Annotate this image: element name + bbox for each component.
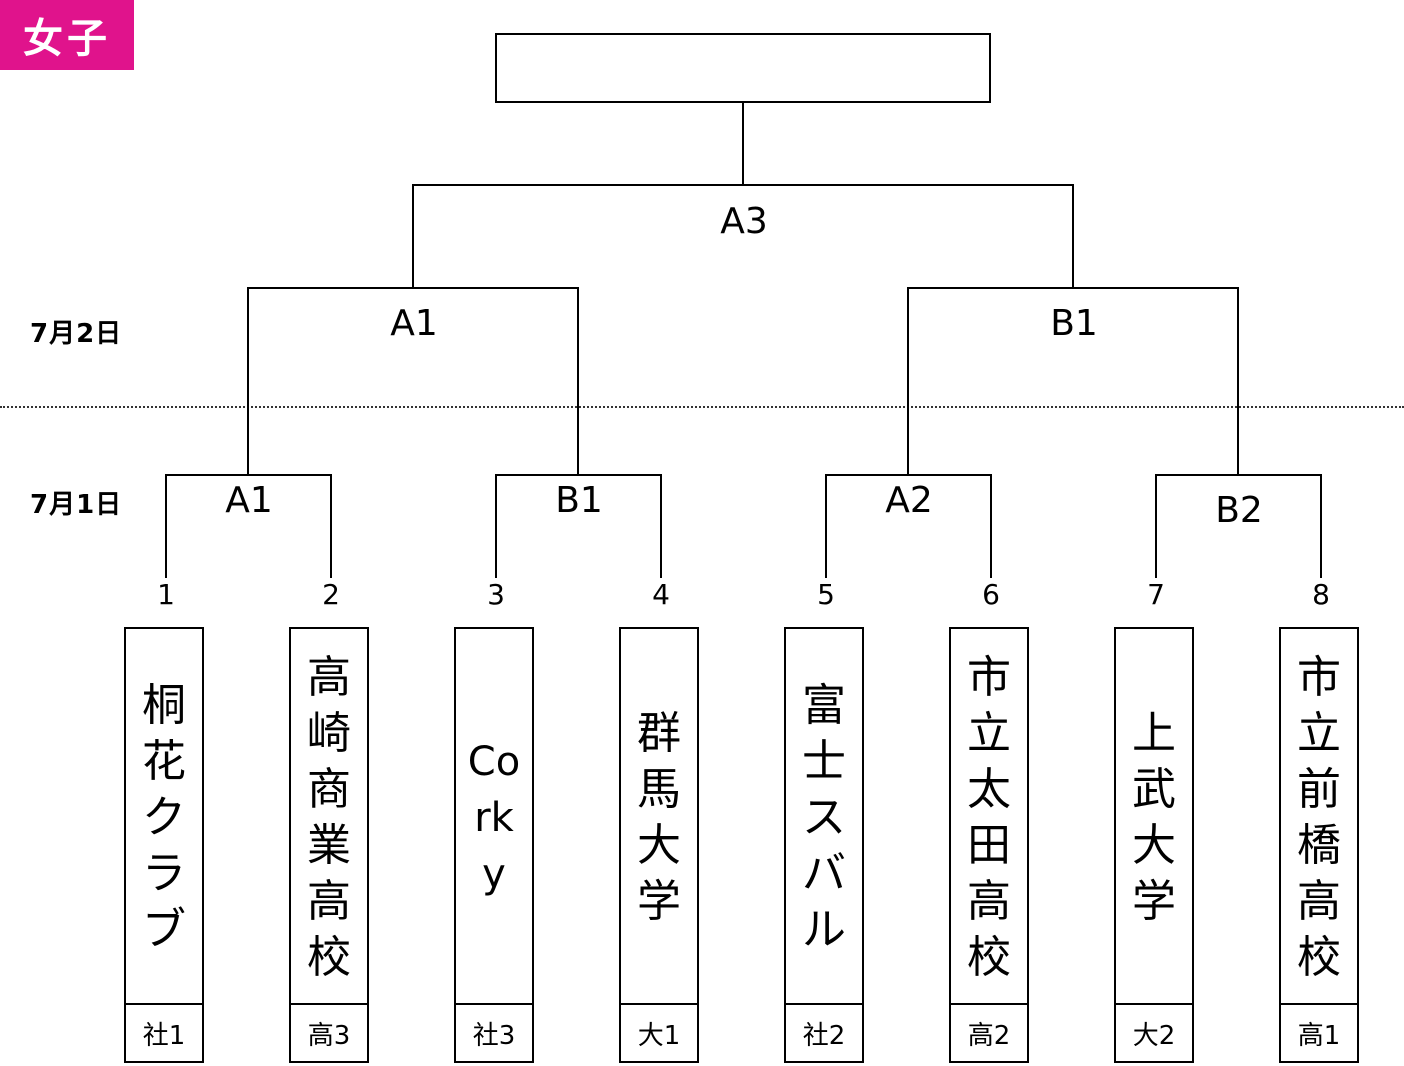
seed-number: 4 bbox=[652, 578, 670, 611]
team-name: 群馬大学 bbox=[637, 708, 681, 927]
seed-number: 5 bbox=[817, 578, 835, 611]
seed-number: 2 bbox=[322, 578, 340, 611]
team-name: 富士スバル bbox=[802, 680, 846, 955]
date-label-day2: 7月2日 bbox=[30, 319, 123, 349]
team-type: 社3 bbox=[456, 1003, 532, 1061]
seed-number: 8 bbox=[1312, 578, 1330, 611]
team-box: 上武大学 大2 bbox=[1114, 627, 1194, 1063]
team-type: 大1 bbox=[621, 1003, 697, 1061]
team-type: 社1 bbox=[126, 1003, 202, 1061]
team-box: 高崎商業高校 高3 bbox=[289, 627, 369, 1063]
team-type: 高1 bbox=[1281, 1003, 1357, 1061]
team-box: 桐花クラブ 社1 bbox=[124, 627, 204, 1063]
match-label-day1-3: A2 bbox=[885, 480, 933, 521]
team-name: 市立前橋高校 bbox=[1297, 652, 1341, 983]
team-box: 市立前橋高校 高1 bbox=[1279, 627, 1359, 1063]
team-type: 大2 bbox=[1116, 1003, 1192, 1061]
match-label-semifinal: A3 bbox=[720, 201, 768, 242]
team-name: Corky bbox=[467, 739, 521, 897]
seed-number: 7 bbox=[1147, 578, 1165, 611]
match-label-day1-2: B1 bbox=[555, 480, 603, 521]
final-winner-box bbox=[495, 33, 991, 103]
date-label-day1: 7月1日 bbox=[30, 490, 123, 520]
team-box: 富士スバル 社2 bbox=[784, 627, 864, 1063]
team-name: 高崎商業高校 bbox=[307, 652, 351, 983]
team-box: 市立太田高校 高2 bbox=[949, 627, 1029, 1063]
match-label-day2-left: A1 bbox=[390, 303, 438, 344]
seed-number: 1 bbox=[157, 578, 175, 611]
team-name: 上武大学 bbox=[1132, 708, 1176, 927]
day-divider bbox=[0, 406, 1404, 408]
seed-number: 6 bbox=[982, 578, 1000, 611]
match-label-day1-1: A1 bbox=[225, 480, 273, 521]
team-type: 高3 bbox=[291, 1003, 367, 1061]
team-name: 桐花クラブ bbox=[142, 680, 186, 955]
match-label-day2-right: B1 bbox=[1050, 303, 1098, 344]
seed-number: 3 bbox=[487, 578, 505, 611]
team-type: 高2 bbox=[951, 1003, 1027, 1061]
team-type: 社2 bbox=[786, 1003, 862, 1061]
team-box: Corky 社3 bbox=[454, 627, 534, 1063]
team-name: 市立太田高校 bbox=[967, 652, 1011, 983]
team-box: 群馬大学 大1 bbox=[619, 627, 699, 1063]
category-badge: 女子 bbox=[0, 0, 134, 70]
match-label-day1-4: B2 bbox=[1215, 490, 1263, 531]
